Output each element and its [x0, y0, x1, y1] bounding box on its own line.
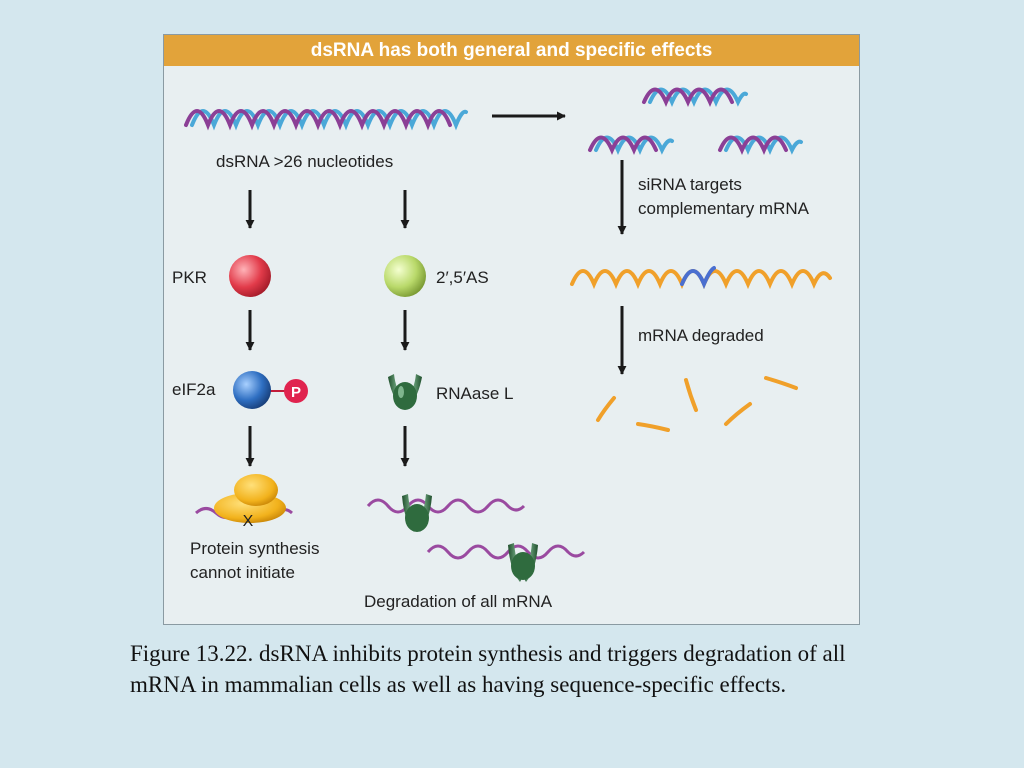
complementary-mrna-label: complementary mRNA	[638, 199, 809, 218]
phosphate-label: P	[291, 384, 301, 401]
figure-caption: Figure 13.22. dsRNA inhibits protein syn…	[130, 641, 846, 697]
blocked-x: X	[243, 513, 254, 530]
dsrna-helix	[184, 109, 468, 131]
oas-label: 2′,5′AS	[436, 268, 489, 287]
pkr-protein	[229, 255, 271, 297]
rnaase-l-enzyme	[388, 374, 422, 410]
phosphate-group	[284, 379, 308, 403]
pkr-label: PKR	[172, 268, 207, 287]
protein-synthesis-label: Protein synthesis	[190, 539, 320, 558]
target-mrna	[570, 266, 832, 290]
sirna-fragments	[588, 87, 803, 155]
sirna-targets-label: siRNA targets	[638, 175, 742, 194]
rnaase-label: RNAase L	[436, 384, 514, 403]
mrna-fragments	[596, 376, 798, 432]
eif2a-label: eIF2a	[172, 380, 216, 399]
ribosome-blocked: X	[194, 474, 293, 530]
cannot-initiate-label: cannot initiate	[190, 563, 295, 582]
rnaase-degradation	[366, 494, 586, 582]
mrna-degraded-label: mRNA degraded	[638, 326, 764, 345]
pathway-arrows	[245, 160, 627, 467]
oas-protein	[384, 255, 426, 297]
degradation-all-label: Degradation of all mRNA	[364, 592, 553, 611]
dsrna-label: dsRNA >26 nucleotides	[216, 152, 394, 171]
figure-panel: dsRNA has both general and specific effe…	[163, 34, 860, 625]
eif2a-protein	[233, 371, 271, 409]
figure-title: dsRNA has both general and specific effe…	[164, 35, 859, 66]
